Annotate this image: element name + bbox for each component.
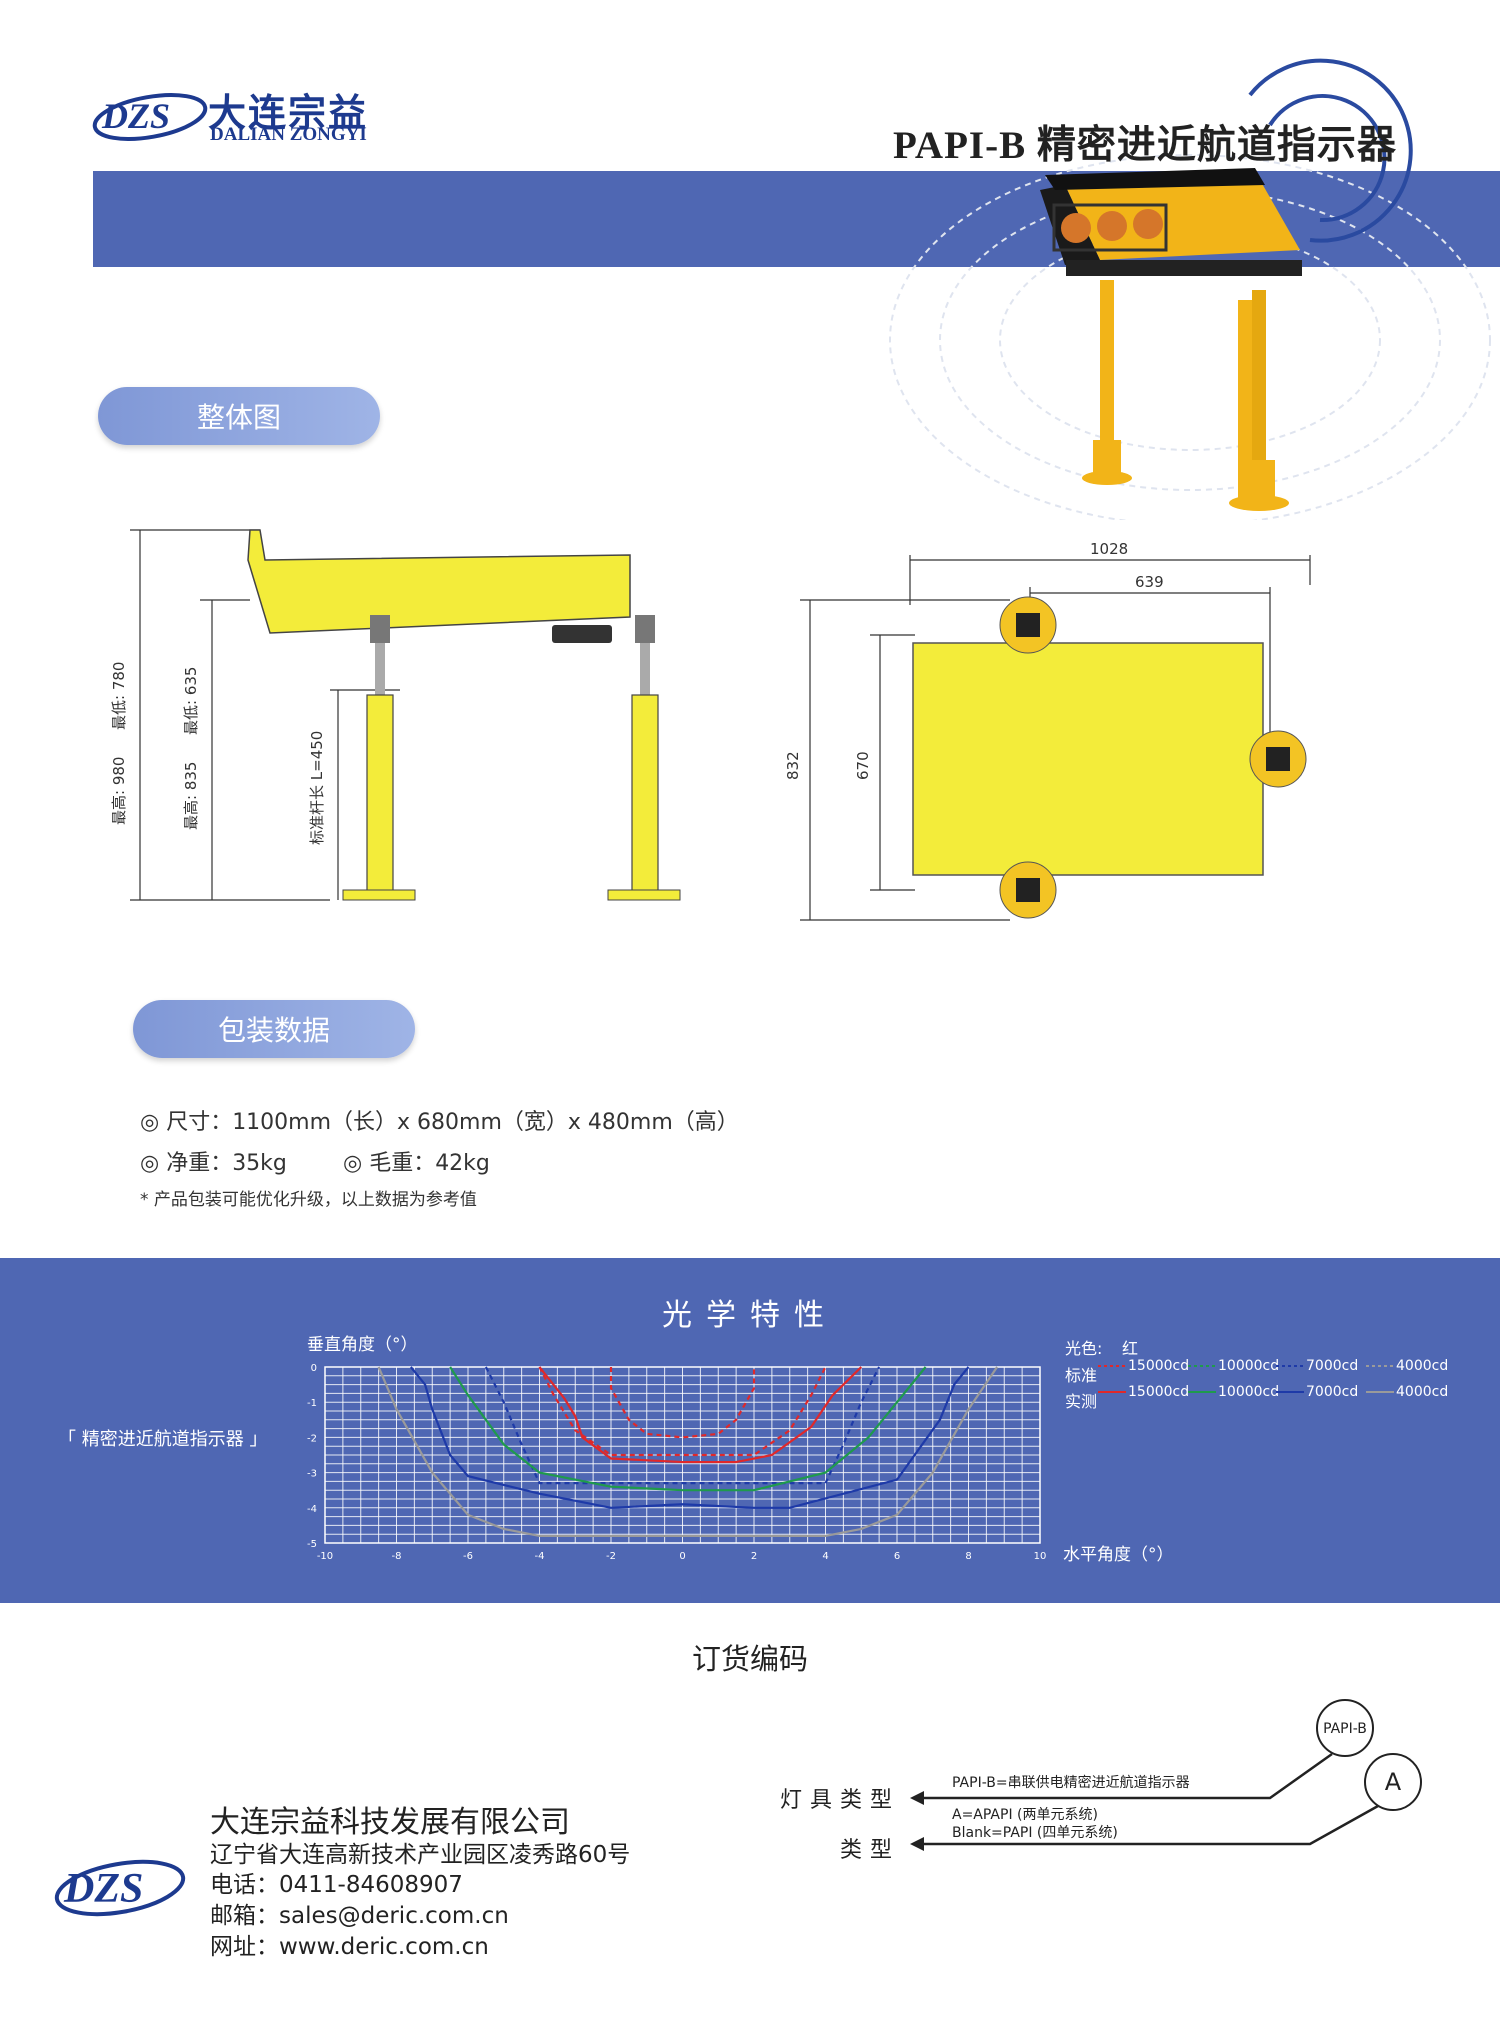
chart-x-tick-label: -2 [606, 1551, 616, 1562]
dim-width-inner: 639 [1135, 573, 1164, 591]
legend-entry-label: 15000cd [1128, 1358, 1189, 1374]
order-label-type: 类型 [840, 1838, 901, 1863]
chart-x-tick-label: 10 [1034, 1551, 1047, 1562]
legend-measured-label: 实测 [1065, 1392, 1098, 1411]
legend-color-label: 光色: [1065, 1339, 1103, 1358]
company-address: 辽宁省大连高新技术产业园区凌秀路60号 [210, 1842, 631, 1868]
chart-y-tick-label: -4 [307, 1504, 317, 1515]
top-view-drawing: 1028 639 832 670 [784, 540, 1311, 921]
chart-series-line [538, 1366, 863, 1464]
legend-entry-label: 10000cd [1218, 1358, 1279, 1374]
legend-entry-label: 7000cd [1306, 1358, 1358, 1374]
packaging-section-label: 包装数据 [133, 1000, 415, 1058]
chart-y-tick-label: -5 [307, 1539, 317, 1550]
chart-ylabel: 垂直角度（°） [307, 1335, 418, 1355]
chart-x-tick-label: -10 [317, 1551, 333, 1562]
package-note: * 产品包装可能优化升级，以上数据为参考值 [140, 1190, 477, 1210]
chart-series-line [377, 1366, 999, 1538]
company-email[interactable]: 邮箱：sales@deric.com.cn [210, 1903, 509, 1929]
dim-max-total: 最高: 980 [110, 757, 128, 825]
chart-series-line [449, 1366, 927, 1492]
chart-x-tick-label: 2 [751, 1551, 757, 1562]
brand-name-en: DALIAN ZONGYI [210, 124, 367, 145]
chart-series-line [538, 1366, 827, 1457]
chart-y-tick-label: -1 [307, 1398, 317, 1409]
order-code-diagram: PAPI-B A [910, 1699, 1422, 1851]
order-section-title: 订货编码 [691, 1642, 808, 1676]
legend-entry-label: 4000cd [1396, 1384, 1448, 1400]
overview-section-label: 整体图 [98, 387, 380, 445]
chart-x-tick-label: 6 [894, 1551, 900, 1562]
company-name: 大连宗益科技发展有限公司 [210, 1805, 570, 1840]
legend-entry-label: 7000cd [1306, 1384, 1358, 1400]
chart-x-tick-label: 4 [822, 1551, 828, 1562]
brand-logo-text: DZS [101, 96, 170, 136]
chart-y-tick-label: -2 [307, 1433, 317, 1444]
order-label-fixture: 灯具类型 [780, 1788, 901, 1813]
company-website[interactable]: 网址：www.deric.com.cn [210, 1934, 489, 1960]
order-option-a: A=APAPI (两单元系统) [952, 1807, 1098, 1823]
order-badge-papi-b: PAPI-B [1323, 1721, 1367, 1737]
product-title: PAPI-B 精密进近航道指示器 [893, 124, 1397, 167]
chart-y-tick-label: 0 [311, 1363, 317, 1374]
optics-title: 光学特性 [662, 1298, 838, 1333]
chart-x-tick-label: 8 [965, 1551, 971, 1562]
dim-rod-length: 标准杆长 L=450 [308, 731, 326, 845]
chart-series-line [609, 1367, 756, 1439]
chart-series-line [409, 1366, 970, 1509]
dim-min-total: 最低: 780 [110, 662, 128, 730]
dim-depth-total: 832 [784, 751, 802, 780]
dim-width-total: 1028 [1090, 540, 1128, 558]
chart-x-tick-label: -6 [463, 1551, 473, 1562]
chart-x-tick-label: -8 [392, 1551, 402, 1562]
footer-logo-text: DZS [63, 1866, 143, 1912]
product-photo [889, 58, 1491, 520]
dim-depth-inner: 670 [854, 751, 872, 780]
chart-x-tick-label: -4 [535, 1551, 545, 1562]
legend-entry-label: 4000cd [1396, 1358, 1448, 1374]
chart-legend: 15000cd 10000cd 7000cd 4000cd 15000cd 10000cd… [1098, 1358, 1448, 1400]
brand-logo: DZS [92, 93, 208, 141]
dim-max-inner: 最高: 835 [182, 762, 200, 830]
legend-standard-label: 标准 [1065, 1366, 1098, 1385]
side-view-drawing: 最高: 980 最低: 780 最高: 835 最低: 635 标准杆长 L=4… [110, 529, 681, 901]
chart-x-tick-label: 0 [679, 1551, 685, 1562]
chart-y-tick-label: -3 [307, 1469, 317, 1480]
order-badge-a: A [1385, 1768, 1402, 1796]
gross-weight: ◎ 毛重：42kg [343, 1151, 490, 1176]
legend-entry-label: 10000cd [1218, 1384, 1279, 1400]
optics-side-label: 「 精密进近航道指示器 」 [58, 1429, 268, 1450]
legend-color-value: 红 [1122, 1339, 1139, 1358]
chart-xlabel: 水平角度（°） [1063, 1545, 1174, 1565]
optics-chart: -10 -8 -6 -4 -2 0 2 4 6 8 10 0 -1 -2 -3 -4 -5 [307, 1363, 1047, 1562]
legend-entry-label: 15000cd [1128, 1384, 1189, 1400]
order-option-blank: Blank=PAPI (四单元系统) [952, 1825, 1118, 1841]
dim-min-inner: 最低: 635 [182, 667, 200, 735]
brand-name-cn: 大连宗益 [208, 91, 369, 135]
package-size: ◎ 尺寸：1100mm（长）x 680mm（宽）x 480mm（高） [140, 1110, 739, 1135]
company-phone: 电话：0411-84608907 [210, 1872, 463, 1898]
order-type-line: PAPI-B=串联供电精密进近航道指示器 [952, 1775, 1190, 1791]
footer-logo: DZS [54, 1859, 186, 1917]
net-weight: ◎ 净重：35kg [140, 1151, 287, 1176]
chart-series-line [484, 1366, 881, 1485]
